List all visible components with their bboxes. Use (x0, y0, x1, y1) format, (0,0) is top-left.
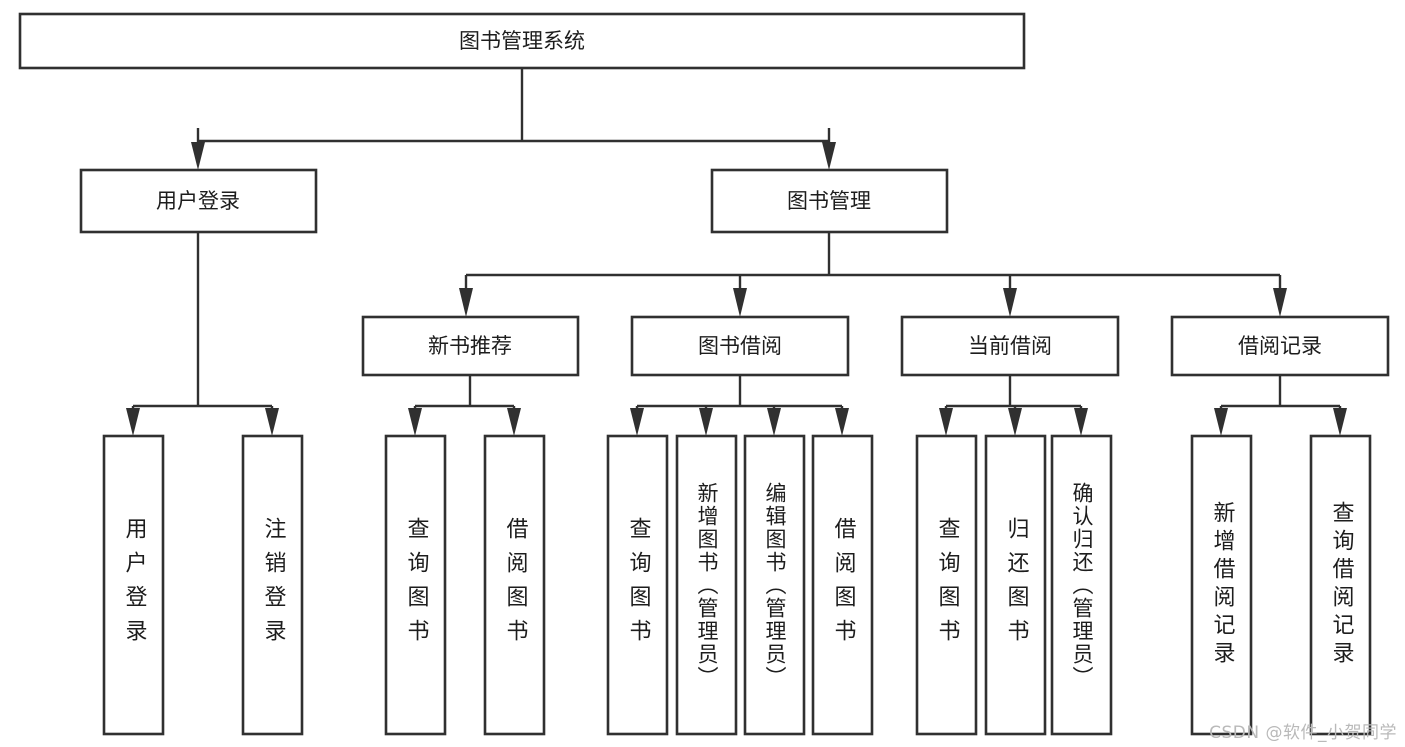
arrow-to-user-login (191, 142, 205, 170)
leaf-query-record-box[interactable] (1309, 434, 1372, 736)
node-new-book-recommend-label: 新书推荐 (428, 334, 512, 358)
leaf-borrow-book-1[interactable] (483, 434, 546, 736)
node-current-borrow[interactable]: 当前借阅 (900, 315, 1120, 377)
node-root-box[interactable] (18, 12, 1026, 70)
node-user-login[interactable]: 用户登录 (79, 168, 318, 234)
leaf-query-book-2[interactable] (606, 434, 669, 736)
leaf-return-book[interactable] (984, 434, 1047, 736)
leaf-query-book-3[interactable] (915, 434, 978, 736)
leaf-borrow-book-1-box[interactable] (483, 434, 546, 736)
leaf-query-record[interactable] (1309, 434, 1372, 736)
node-borrow-record-label: 借阅记录 (1238, 334, 1322, 358)
leaf-confirm-return-box[interactable] (1050, 434, 1113, 736)
arrow-to-borrow-record (1273, 288, 1287, 317)
node-new-book-recommend-box[interactable] (361, 315, 580, 377)
arrow-to-leaf-return-book (1008, 408, 1022, 436)
node-book-management[interactable]: 图书管理 (710, 168, 949, 234)
leaf-logout[interactable] (241, 434, 304, 736)
node-user-login-box[interactable] (79, 168, 318, 234)
node-book-management-label: 图书管理 (787, 189, 871, 213)
leaf-query-book-1[interactable] (384, 434, 447, 736)
arrow-to-leaf-borrow-book-2 (835, 408, 849, 436)
node-borrow-record[interactable]: 借阅记录 (1170, 315, 1390, 377)
node-user-login-label: 用户登录 (156, 189, 240, 213)
node-borrow-record-box[interactable] (1170, 315, 1390, 377)
arrow-to-leaf-edit-book (767, 408, 781, 436)
leaf-confirm-return[interactable] (1050, 434, 1113, 736)
node-book-borrow[interactable]: 图书借阅 (630, 315, 850, 377)
leaf-add-book-box[interactable] (675, 434, 738, 736)
arrow-to-book-borrow (733, 288, 747, 317)
leaf-borrow-book-2[interactable] (811, 434, 874, 736)
node-book-borrow-label: 图书借阅 (698, 334, 782, 358)
connector-group-root (191, 68, 836, 170)
leaf-return-book-box[interactable] (984, 434, 1047, 736)
connector-group-book-borrow (630, 375, 849, 436)
leaf-add-record-box[interactable] (1190, 434, 1253, 736)
node-current-borrow-box[interactable] (900, 315, 1120, 377)
arrow-to-book-mgmt (822, 142, 836, 170)
leaf-query-book-3-box[interactable] (915, 434, 978, 736)
arrow-to-leaf-query-book-2 (630, 408, 644, 436)
connector-group-user-login (126, 232, 279, 436)
leaf-add-record[interactable] (1190, 434, 1253, 736)
leaf-query-book-2-box[interactable] (606, 434, 669, 736)
node-book-management-box[interactable] (710, 168, 949, 234)
leaf-borrow-book-2-box[interactable] (811, 434, 874, 736)
arrow-to-new-book-rec (459, 288, 473, 317)
node-current-borrow-label: 当前借阅 (968, 334, 1052, 358)
leaf-edit-book[interactable] (743, 434, 806, 736)
arrow-to-leaf-confirm-return (1074, 408, 1088, 436)
leaf-add-book[interactable] (675, 434, 738, 736)
arrow-to-leaf-logout (265, 408, 279, 436)
leaf-user-login-box[interactable] (102, 434, 165, 736)
node-book-borrow-box[interactable] (630, 315, 850, 377)
arrow-to-leaf-query-book-3 (939, 408, 953, 436)
arrow-to-leaf-add-book (699, 408, 713, 436)
arrow-to-leaf-user-login (126, 408, 140, 436)
node-root[interactable]: 图书管理系统 (18, 12, 1026, 70)
arrow-to-leaf-query-book-1 (408, 408, 422, 436)
leaf-user-login[interactable] (102, 434, 165, 736)
connector-group-current-borrow (939, 375, 1088, 436)
connector-group-borrow-record (1214, 375, 1347, 436)
node-root-label: 图书管理系统 (459, 29, 585, 53)
arrow-to-current-borrow (1003, 288, 1017, 317)
arrow-to-leaf-query-record (1333, 408, 1347, 436)
leaf-query-book-1-box[interactable] (384, 434, 447, 736)
connector-group-new-book-rec (408, 375, 521, 436)
leaf-logout-box[interactable] (241, 434, 304, 736)
leaf-edit-book-box[interactable] (743, 434, 806, 736)
node-new-book-recommend[interactable]: 新书推荐 (361, 315, 580, 377)
arrow-to-leaf-add-record (1214, 408, 1228, 436)
connector-group-book-mgmt (459, 232, 1287, 317)
arrow-to-leaf-borrow-book-1 (507, 408, 521, 436)
